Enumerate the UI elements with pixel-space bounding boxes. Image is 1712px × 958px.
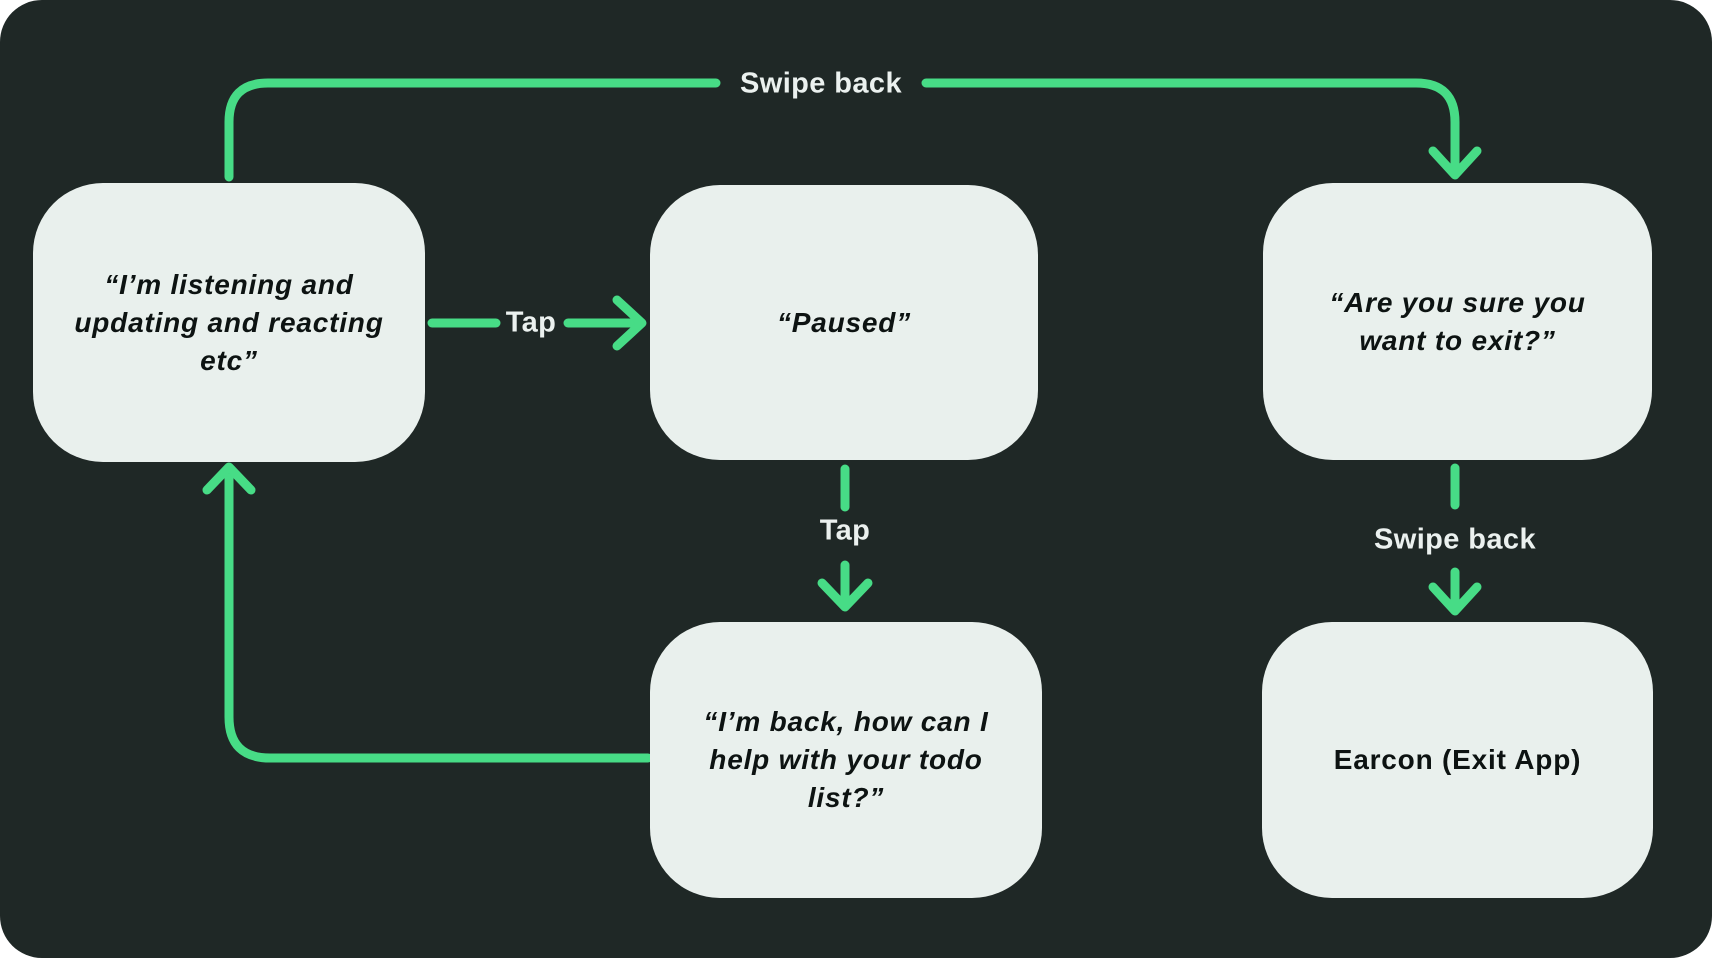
edge-loop-back-segment: [224, 473, 653, 763]
edge-tap-horizontal-arrowhead: [612, 295, 647, 351]
edge-label-swipe-back-top: Swipe back: [740, 67, 902, 100]
node-listening-state: “I’m listening and updating and reacting…: [33, 183, 425, 462]
edge-swipe-back-right-arrowhead: [1428, 582, 1482, 616]
node-listening-text: “I’m listening and updating and reacting…: [74, 268, 384, 376]
node-earcon-exit-state: Earcon (Exit App): [1262, 622, 1653, 898]
node-paused-state: “Paused”: [650, 185, 1038, 460]
edge-swipe-back-top-left-segment: [224, 78, 721, 182]
node-confirm-exit-text: “Are you sure you want to exit?”: [1329, 286, 1586, 356]
edge-label-tap-horizontal: Tap: [505, 306, 557, 339]
edge-label-tap-vertical: Tap: [819, 514, 871, 547]
edge-tap-vertical-arrowhead: [817, 578, 873, 612]
node-back-todo-state: “I’m back, how can I help with your todo…: [650, 622, 1042, 898]
edge-swipe-back-top-right-segment: [921, 78, 1460, 177]
edge-label-swipe-back-right: Swipe back: [1374, 523, 1536, 556]
edge-loop-back-arrowhead: [202, 462, 256, 495]
edge-swipe-back-top-arrowhead: [1428, 146, 1482, 180]
node-earcon-exit-text: Earcon (Exit App): [1333, 744, 1582, 775]
node-back-todo-text: “I’m back, how can I help with your todo…: [703, 706, 989, 813]
node-confirm-exit-state: “Are you sure you want to exit?”: [1263, 183, 1652, 460]
node-paused-text: “Paused”: [777, 306, 911, 338]
